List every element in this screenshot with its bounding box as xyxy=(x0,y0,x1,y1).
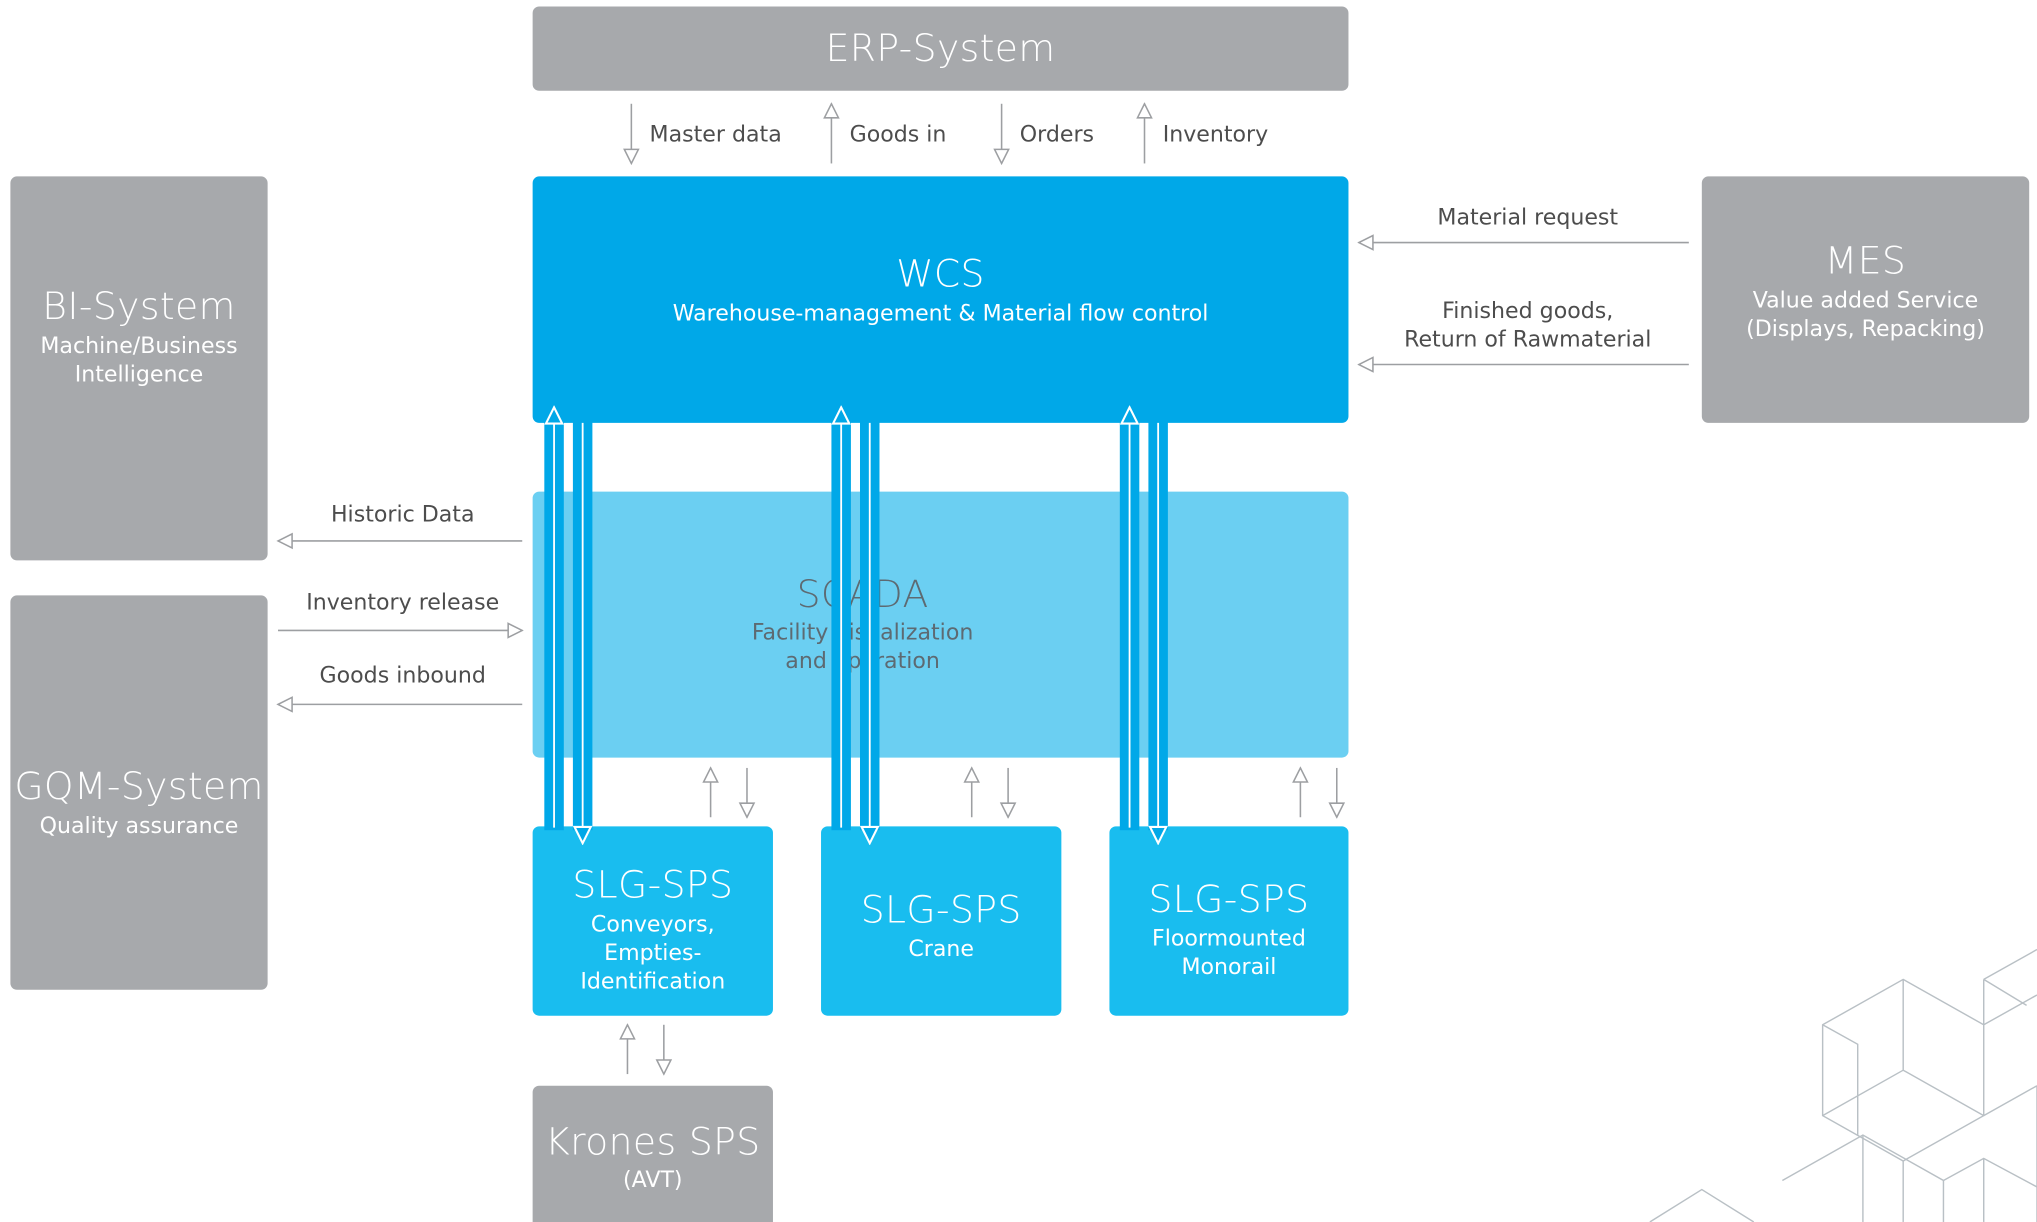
mes-title: MES xyxy=(1824,239,1907,284)
sps-crane-subtitle: Crane xyxy=(908,936,975,963)
krones-title: Krones SPS xyxy=(545,1119,761,1164)
historic-data-label: Historic Data xyxy=(330,502,475,528)
goods-inbound-label: Goods inbound xyxy=(319,662,486,689)
bi-subtitle: Machine/Business Intelligence xyxy=(40,332,238,388)
sps-monorail-box[interactable]: SLG-SPS Floormounted Monorail xyxy=(1109,826,1349,1016)
sps-crane-title: SLG-SPS xyxy=(860,887,1022,932)
erp-system-box[interactable]: ERP-System xyxy=(532,6,1349,91)
gqm-subtitle: Quality assurance xyxy=(39,812,239,839)
mes-subtitle: Value added Service (Displays, Repacking… xyxy=(1746,287,1985,343)
wcs-sps-channel-3 xyxy=(1119,407,1168,843)
sps-conveyors-title: SLG-SPS xyxy=(572,863,734,908)
scada-box[interactable]: SCADA Facility visualization and operati… xyxy=(532,491,1349,758)
inventory-release-label: Inventory release xyxy=(306,590,500,617)
sps-monorail-subtitle: Floormounted Monorail xyxy=(1152,925,1306,981)
krones-subtitle: (AVT) xyxy=(623,1167,683,1194)
wcs-subtitle: Warehouse-management & Material flow con… xyxy=(672,300,1209,327)
erp-title: ERP-System xyxy=(825,25,1056,70)
bi-system-box[interactable]: BI-System Machine/Business Intelligence xyxy=(10,176,268,561)
master-data-label: Master data xyxy=(649,121,782,148)
wcs-title: WCS xyxy=(896,252,985,297)
sps-monorail-title: SLG-SPS xyxy=(1148,877,1310,922)
gqm-title: GQM-System xyxy=(14,764,264,809)
wcs-box[interactable]: WCS Warehouse-management & Material flow… xyxy=(532,176,1349,423)
sps-crane-box[interactable]: SLG-SPS Crane xyxy=(821,826,1062,1016)
wcs-sps-channel-2 xyxy=(831,407,879,843)
material-request-label: Material request xyxy=(1437,204,1619,231)
finished-goods-label: Finished goods, Return of Rawmaterial xyxy=(1404,298,1652,353)
sps-conveyors-subtitle: Conveyors, Empties-Identification xyxy=(580,911,726,995)
hexagon-pattern-decoration xyxy=(1649,948,2037,1222)
gqm-system-box[interactable]: GQM-System Quality assurance xyxy=(10,595,268,990)
orders-label: Orders xyxy=(1019,121,1095,148)
scada-subtitle: Facility visualization and operation xyxy=(751,620,974,675)
sps-conveyors-box[interactable]: SLG-SPS Conveyors, Empties-Identificatio… xyxy=(532,826,773,1016)
goods-in-label: Goods in xyxy=(849,121,947,148)
mes-box[interactable]: MES Value added Service (Displays, Repac… xyxy=(1701,176,2030,423)
inventory-label: Inventory xyxy=(1162,121,1269,148)
bi-title: BI-System xyxy=(42,284,236,329)
wcs-sps-channel-1 xyxy=(544,407,593,843)
krones-sps-box[interactable]: Krones SPS (AVT) xyxy=(532,1085,773,1222)
